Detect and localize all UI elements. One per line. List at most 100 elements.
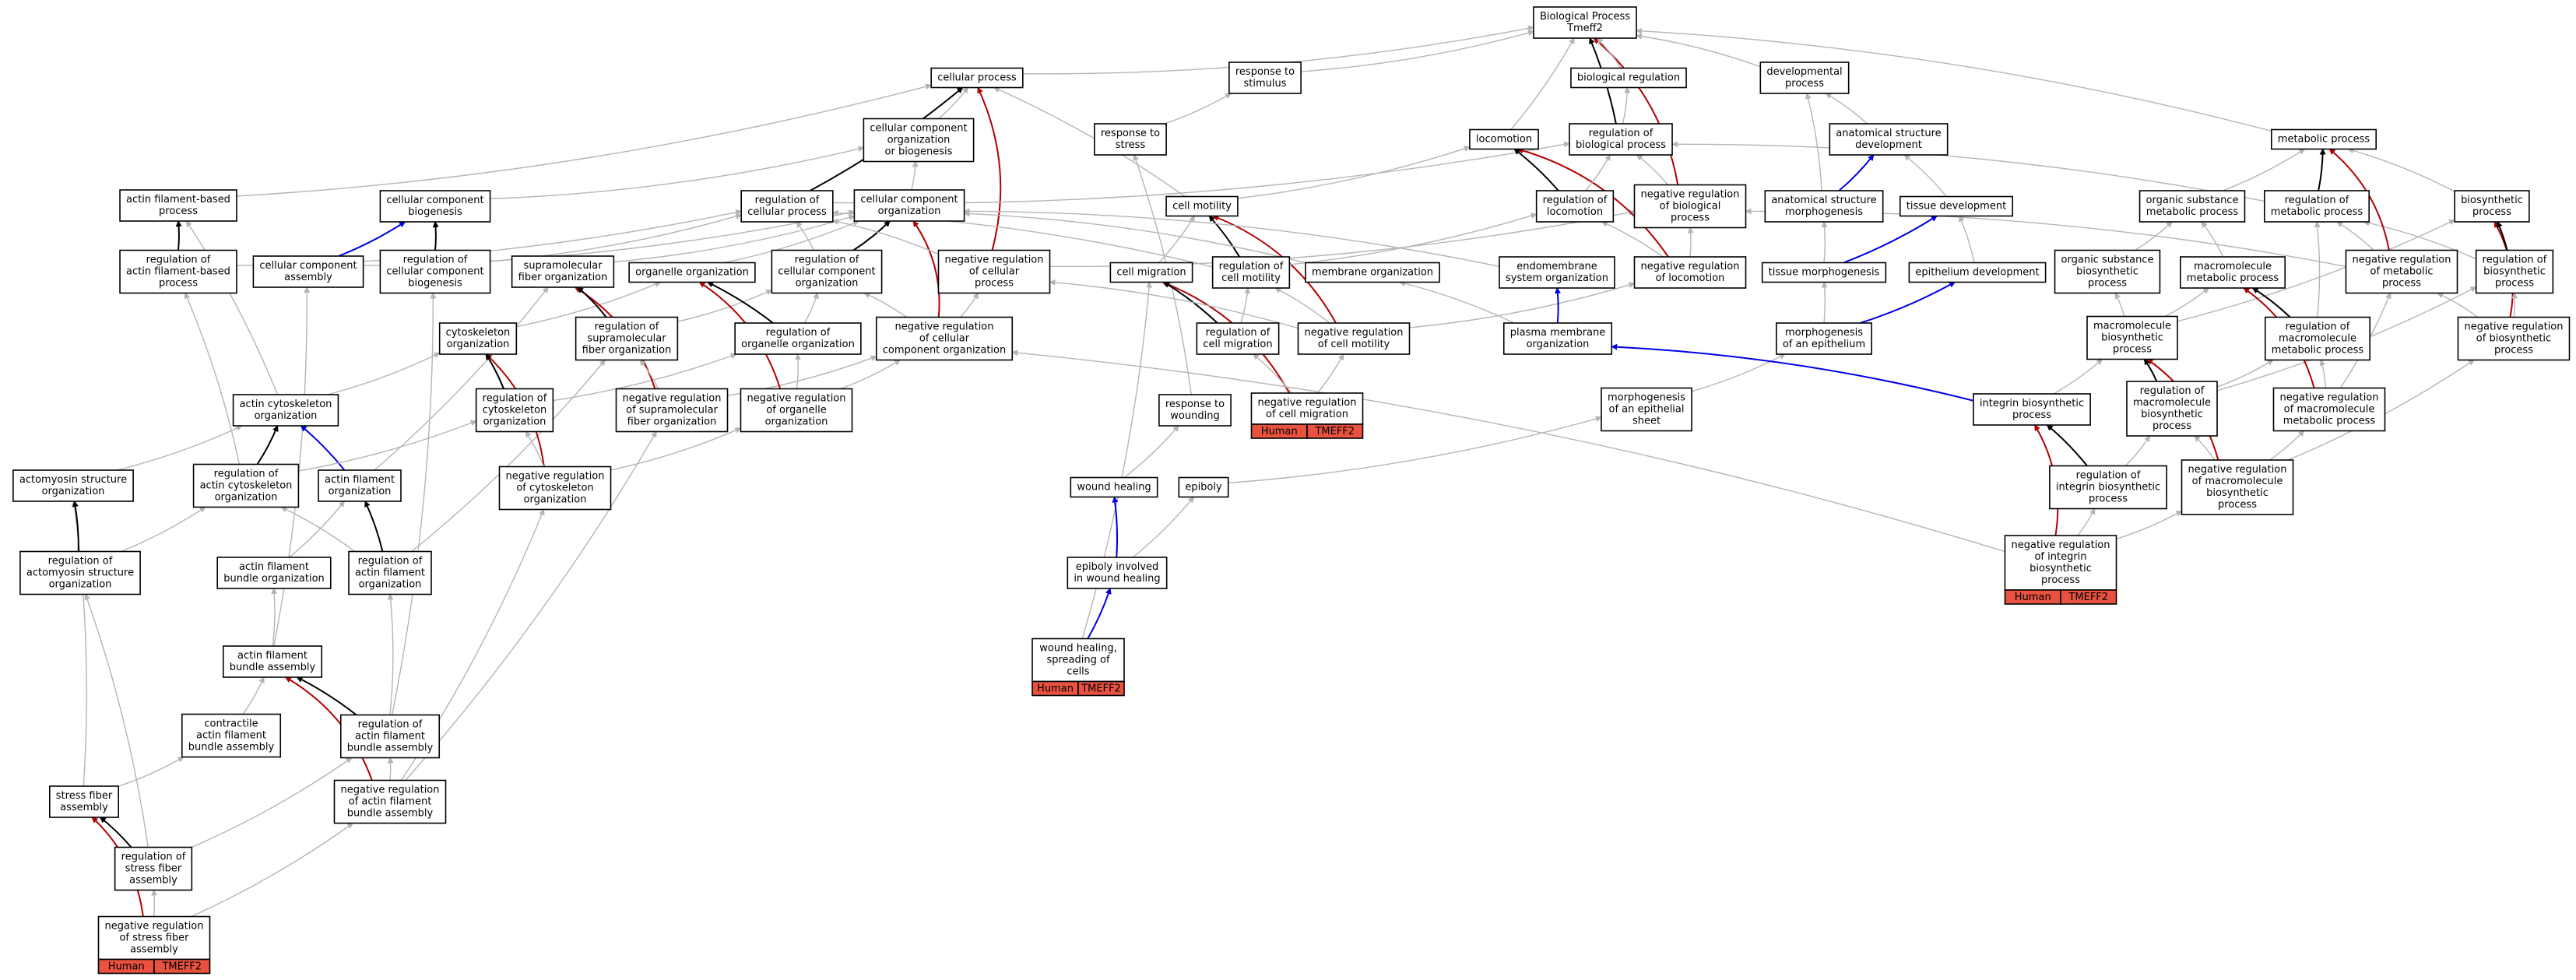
edge-is-a-nrcp-to-rcp bbox=[831, 219, 939, 255]
term-label-line: of biological bbox=[1660, 201, 1721, 213]
term-box bbox=[740, 388, 853, 433]
term-label-line: organization bbox=[878, 205, 941, 217]
term-box bbox=[119, 249, 237, 294]
go-term-cmig: cell migration bbox=[1109, 262, 1193, 283]
term-label-line: stress fiber bbox=[56, 790, 113, 802]
edge-is-a-pmo-to-memo bbox=[1399, 280, 1515, 324]
term-box bbox=[1570, 67, 1687, 89]
term-box bbox=[2086, 315, 2178, 360]
edge-is-a-rmp-to-rbp bbox=[1671, 141, 2265, 202]
term-box bbox=[498, 465, 612, 511]
gene-tag bbox=[153, 958, 211, 975]
term-box bbox=[615, 388, 729, 433]
term-label-line: integrin biosynthetic bbox=[1980, 398, 2084, 409]
edge-is-a-edev-to-tdev bbox=[1959, 215, 1975, 263]
edge-is-a-nribp-to-nrcco bbox=[1011, 349, 2005, 553]
term-box bbox=[2457, 316, 2571, 361]
term-label-line: cells bbox=[1067, 666, 1089, 678]
term-label-line: cellular component bbox=[860, 194, 958, 205]
term-label-line: organization bbox=[1527, 339, 1590, 350]
term-label-line: actin filament bbox=[355, 567, 425, 579]
term-label-line: process bbox=[2472, 206, 2511, 218]
edge-is-a-ribp-to-rmbp bbox=[2124, 435, 2151, 466]
term-label-line: bundle assembly bbox=[230, 662, 316, 673]
term-label-line: cell migration bbox=[1203, 339, 1272, 350]
term-label-line: process bbox=[1671, 213, 1710, 224]
edge-is-a-nrloco-to-nrbp bbox=[1687, 227, 1694, 258]
term-label-line: cytoskeleton bbox=[483, 405, 547, 416]
term-label-line: of biosynthetic bbox=[2476, 333, 2551, 345]
go-term-wh: wound healing bbox=[1070, 476, 1158, 498]
edge-is-a-nrcmot-to-nrcp bbox=[1049, 279, 1299, 329]
term-label-line: tissue morphogenesis bbox=[1769, 267, 1880, 279]
term-label-line: actin filament bbox=[325, 474, 395, 486]
term-box bbox=[930, 67, 1024, 89]
term-box bbox=[232, 394, 339, 427]
edge-is-a-ibp-to-mbp bbox=[2053, 358, 2103, 395]
term-box bbox=[318, 469, 402, 502]
term-box bbox=[1761, 262, 1887, 283]
term-box bbox=[1569, 123, 1673, 156]
edge-is-a-rafo-to-rsfo bbox=[411, 359, 606, 553]
edge-part-of-rmbp-to-mbp bbox=[2143, 358, 2158, 382]
term-label-line: assembly bbox=[284, 272, 332, 283]
go-term-cp: cellular process bbox=[930, 67, 1024, 89]
term-label-line: macromolecule bbox=[2194, 261, 2272, 272]
term-label-line: actin filament bbox=[239, 561, 309, 573]
term-box bbox=[771, 249, 883, 294]
term-label-line: actin filament-based bbox=[126, 194, 230, 205]
term-label-line: organization bbox=[329, 486, 392, 497]
term-box bbox=[937, 249, 1051, 294]
term-box bbox=[19, 550, 141, 595]
term-label-line: organization bbox=[524, 494, 587, 506]
term-label-line: negative regulation bbox=[340, 785, 439, 796]
term-box bbox=[1305, 262, 1440, 283]
term-label-line: regulation of bbox=[146, 255, 211, 266]
gene-tag-label: TMEFF2 bbox=[2068, 592, 2108, 603]
term-box bbox=[740, 190, 834, 223]
edge-is-a-aso-to-aco bbox=[117, 425, 243, 471]
term-label-line: organization bbox=[49, 579, 112, 591]
edge-part-of-rafba-to-afba bbox=[296, 676, 357, 716]
term-box bbox=[12, 469, 134, 502]
term-label-line: cellular component bbox=[870, 123, 967, 135]
term-label-line: system organization bbox=[1506, 272, 1608, 284]
term-box bbox=[2126, 381, 2218, 437]
term-label-line: wound healing, bbox=[1039, 643, 1117, 655]
term-label-line: cell migration bbox=[1116, 267, 1186, 279]
term-box bbox=[181, 713, 282, 758]
edge-is-a-sfo-to-cco bbox=[613, 214, 856, 263]
term-label-line: endomembrane bbox=[1516, 261, 1597, 272]
term-label-line: developmental bbox=[1766, 66, 1842, 78]
edge-is-a-rafba-to-rccb bbox=[391, 292, 437, 715]
edge-is-a-asd-to-devp bbox=[1825, 93, 1868, 125]
term-box bbox=[379, 190, 491, 223]
edge-is-a-rafo-to-raco bbox=[280, 506, 355, 553]
edge-part-of-rafbp-to-afbp bbox=[175, 220, 182, 251]
edge-is-a-osbp-to-osmp bbox=[2135, 221, 2173, 251]
term-label-line: process bbox=[2382, 278, 2421, 290]
edge-part-of-raso-to-aso bbox=[72, 501, 79, 552]
edge-part-of-raco-to-aco bbox=[256, 425, 279, 465]
term-label-line: anatomical structure bbox=[1771, 195, 1876, 206]
term-label-line: process bbox=[2494, 345, 2533, 357]
term-label-line: negative regulation bbox=[894, 321, 993, 333]
edge-is-a-asm-to-devp bbox=[1805, 93, 1822, 191]
